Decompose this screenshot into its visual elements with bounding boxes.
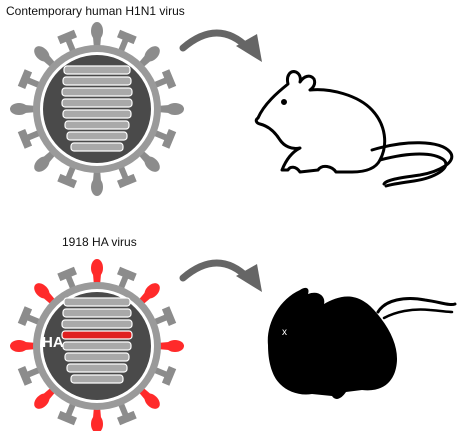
spike-bulb bbox=[157, 103, 184, 115]
rna-segments-top bbox=[61, 65, 133, 152]
rna-segment bbox=[70, 142, 124, 152]
spike-bulb bbox=[91, 22, 103, 49]
virus-contemporary-h1n1 bbox=[10, 22, 184, 196]
rna-segment bbox=[70, 374, 124, 384]
mouse-dead: x bbox=[267, 287, 457, 399]
rna-segment bbox=[63, 297, 131, 307]
rna-segment bbox=[62, 308, 132, 318]
rna-segments-bottom bbox=[61, 297, 133, 384]
rna-segment bbox=[62, 341, 132, 351]
spike-bulb bbox=[10, 103, 37, 115]
ha-segment-label: HA bbox=[42, 334, 64, 351]
rna-segment bbox=[62, 76, 132, 86]
rna-segment bbox=[61, 319, 133, 329]
rna-segment bbox=[63, 65, 131, 75]
spike-bulb bbox=[157, 340, 184, 352]
panel-bottom-title: 1918 HA virus bbox=[62, 235, 137, 249]
rna-segment bbox=[66, 363, 128, 373]
rna-segment bbox=[61, 87, 133, 97]
spike-bulb bbox=[91, 169, 103, 196]
arrow-bottom bbox=[179, 259, 262, 292]
panel-top-title: Contemporary human H1N1 virus bbox=[6, 4, 185, 18]
rna-segment bbox=[62, 109, 132, 119]
virus-spikes-top bbox=[10, 22, 184, 196]
mouse-healthy bbox=[254, 70, 454, 188]
spike-bulb bbox=[91, 259, 103, 286]
mouse-eye-x: x bbox=[282, 327, 287, 338]
rna-segment bbox=[66, 131, 128, 141]
arrow-top bbox=[179, 29, 262, 62]
spike-bulb bbox=[10, 340, 37, 352]
rna-segment bbox=[61, 98, 133, 108]
rna-segment bbox=[64, 352, 130, 362]
virus-1918-ha: HA bbox=[10, 259, 184, 431]
spike-bulb bbox=[91, 406, 103, 431]
rna-segment bbox=[64, 120, 130, 130]
rna-segment-ha bbox=[61, 330, 133, 340]
